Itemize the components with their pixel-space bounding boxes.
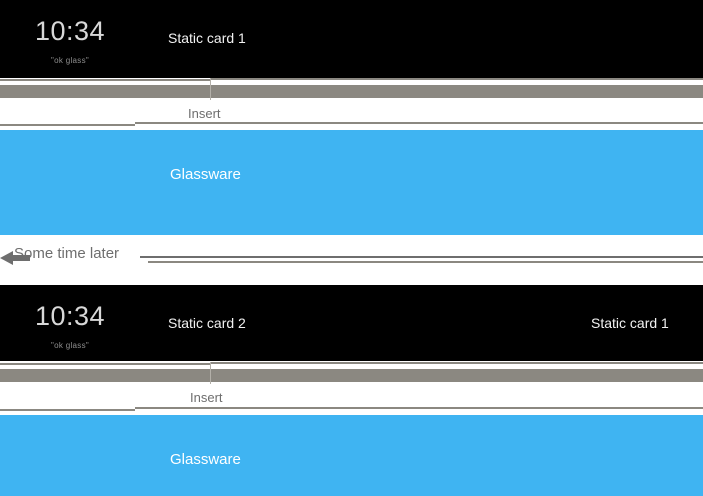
timeline-card-static-2: Static card 2: [168, 315, 246, 331]
connector-tick-step1: [210, 78, 211, 100]
connector-rail-bottom-left-step1: [0, 124, 135, 126]
connector-rail-bottom-left-step2: [0, 409, 135, 411]
glassware-label: Glassware: [170, 451, 241, 468]
connector-rail-thick-upper-step1: [0, 85, 703, 98]
some-time-later-divider: Some time later: [0, 240, 703, 274]
glassware-block-step2: Glassware: [0, 415, 703, 496]
connector-rail-top-right-step2: [211, 362, 703, 364]
some-time-later-label: Some time later: [14, 245, 120, 262]
insert-label-step1: Insert: [188, 106, 221, 121]
glassware-block-step1: Glassware: [0, 130, 703, 235]
glass-timeline-step1: 10:34 "ok glass" Static card 1: [0, 0, 703, 78]
clock-time: 10:34: [34, 16, 106, 46]
connector-tick-step2: [210, 362, 211, 384]
glass-clock-step2: 10:34 "ok glass": [0, 285, 140, 361]
clock-time: 10:34: [34, 301, 106, 331]
timeline-card-static-1-shifted: Static card 1: [591, 315, 669, 331]
connector-rail-top-right-step1: [211, 78, 703, 80]
glass-clock-step1: 10:34 "ok glass": [0, 0, 140, 78]
divider-line-upper: [140, 256, 703, 258]
voice-hint: "ok glass": [50, 56, 90, 65]
glass-timeline-step2: 10:34 "ok glass" Static card 2 Static ca…: [0, 285, 703, 361]
connector-rail-thick-upper-step2: [0, 369, 703, 382]
connector-rail-top-left-step2: [0, 363, 211, 365]
timeline-card-static-1: Static card 1: [168, 30, 246, 46]
connector-rail-bottom-right-step1: [135, 122, 703, 124]
connector-rail-top-left-step1: [0, 79, 211, 81]
voice-hint: "ok glass": [50, 341, 90, 350]
divider-line-lower: [148, 261, 703, 263]
glassware-label: Glassware: [170, 166, 241, 183]
left-arrow-icon: [0, 251, 30, 265]
connector-rail-bottom-right-step2: [135, 407, 703, 409]
insert-label-step2: Insert: [190, 390, 223, 405]
